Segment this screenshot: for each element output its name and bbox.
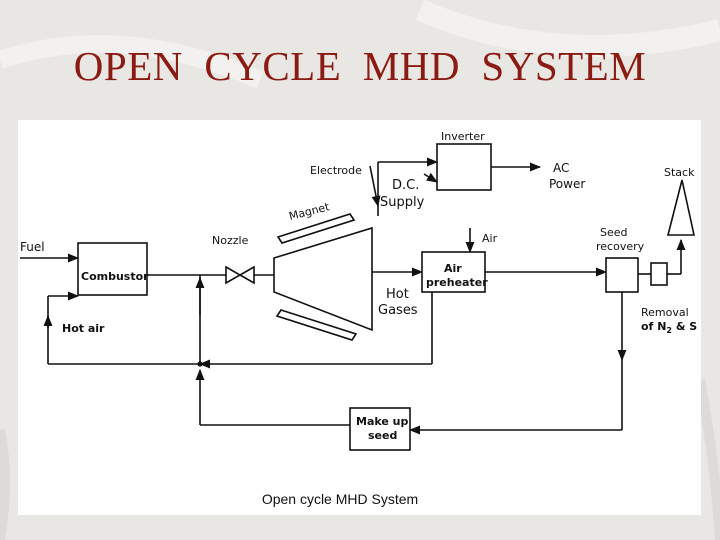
magnet-top [276,213,356,244]
magnet-bottom [275,309,358,341]
junction-dot [197,361,203,367]
stack-shape [666,179,695,236]
ac-power-label-1: AC [553,161,569,175]
combustor-box [77,242,148,296]
makeup-seed-label-2: seed [368,429,397,442]
diagram-caption: Open cycle MHD System [261,491,419,507]
removal-label-1: Removal [641,306,689,319]
seed-recovery-label-2: recovery [596,240,645,253]
makeup-seed-label-1: Make up [356,415,409,428]
combustor-label: Combustor [81,270,149,283]
seed-recovery-label-1: Seed [600,226,628,239]
dc-supply-label-1: D.C. [392,178,419,193]
mhd-channel [273,226,373,332]
mhd-system-diagram: Fuel Combustor Hot air Nozzle Magnet Ele… [20,130,697,451]
seed-recovery-box [605,257,639,293]
inverter-label: Inverter [441,130,485,143]
nozzle-symbol [225,265,242,285]
slide-title: OPEN CYCLE MHD SYSTEM [73,43,647,89]
air-preheater-label-2: preheater [426,276,488,289]
hot-gases-label-1: Hot [386,287,409,302]
air-preheater-label-1: Air [444,262,462,275]
hot-gases-label-2: Gases [378,303,418,318]
electrode-label: Electrode [310,164,362,177]
hot-air-label: Hot air [62,322,105,335]
magnet-label: Magnet [288,200,332,223]
electrode-pointer [369,165,381,208]
stack-label: Stack [664,166,695,179]
ac-power-label-2: Power [549,177,585,191]
nozzle-symbol-right [238,265,255,285]
fuel-label: Fuel [20,240,45,254]
diagram-panel: Fuel Combustor Hot air Nozzle Magnet Ele… [18,120,701,515]
removal-label-2: of N2 & S [641,320,697,335]
dc-supply-label-2: Supply [380,195,425,210]
air-label: Air [482,232,498,245]
makeup-seed-box [349,407,411,451]
nozzle-label: Nozzle [212,234,249,247]
inverter-box [436,143,492,191]
removal-box [650,262,668,286]
